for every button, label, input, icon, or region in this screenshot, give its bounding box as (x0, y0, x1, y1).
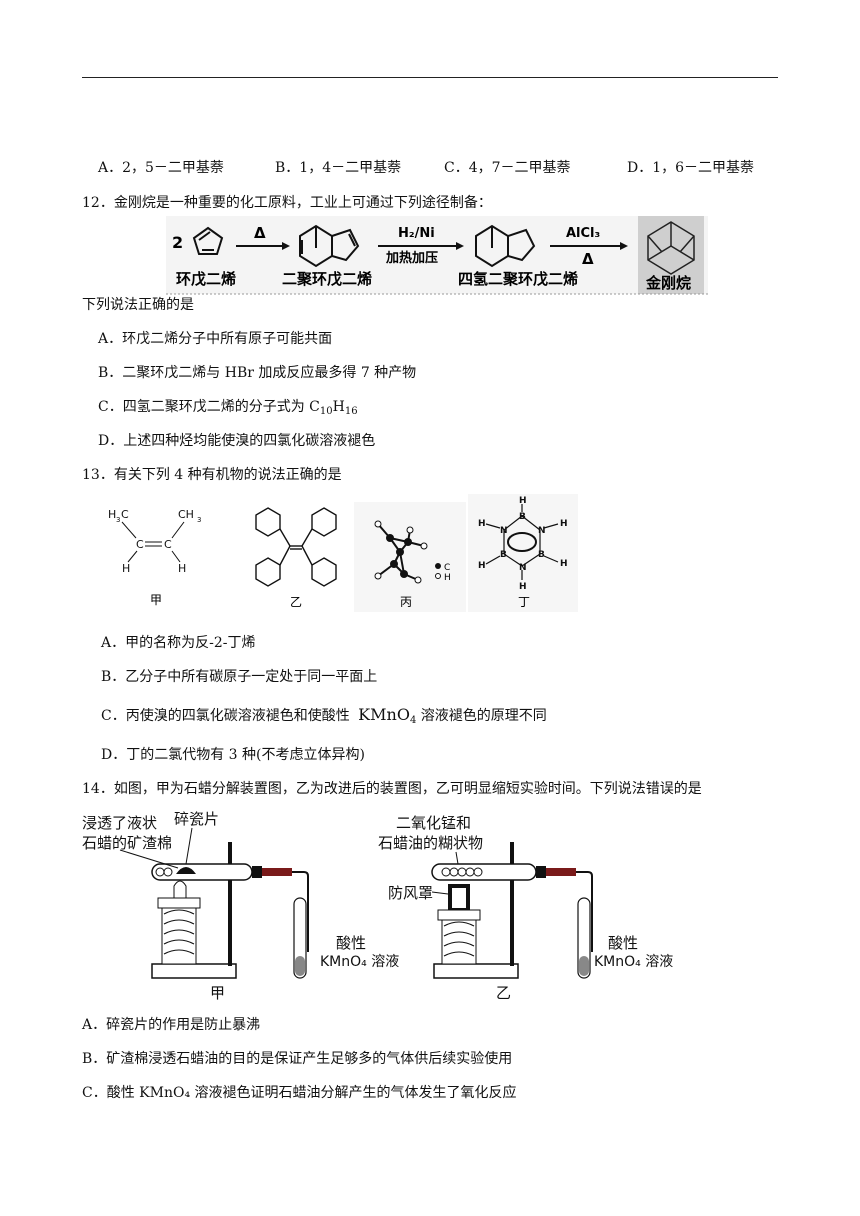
legend-carbon-dot (435, 563, 441, 569)
q11-option-c: C．4，7－二甲基萘 (444, 160, 571, 176)
scheme-coef: 2 (172, 233, 183, 252)
scheme-heat-2: Δ (582, 250, 594, 268)
svg-text:3: 3 (197, 516, 201, 524)
svg-text:酸性: 酸性 (336, 934, 366, 952)
svg-text:C: C (121, 508, 129, 521)
q13-structure-bing: C H 丙 (354, 502, 466, 612)
q13-option-b: B．乙分子中所有碳原子一定处于同一平面上 (101, 669, 378, 685)
svg-text:KMnO₄ 溶液: KMnO₄ 溶液 (320, 954, 399, 970)
q11-option-d: D．1，6－二甲基萘 (627, 160, 755, 176)
label-tetrahydrodicyclopentadiene: 四氢二聚环戊二烯 (458, 270, 578, 288)
svg-text:H: H (560, 519, 568, 529)
q14-option-c: C．酸性 KMnO₄ 溶液褪色证明石蜡油分解产生的气体发生了氧化反应 (82, 1085, 517, 1101)
q13-structure-ding: H B N B N B N H H H H H 丁 (468, 494, 578, 612)
svg-text:H: H (478, 561, 486, 571)
svg-text:H: H (519, 582, 527, 592)
svg-text:C: C (164, 538, 172, 551)
label-dicyclopentadiene: 二聚环戊二烯 (282, 270, 372, 288)
svg-text:H: H (178, 562, 186, 575)
svg-text:H: H (108, 508, 116, 521)
q14-figure-yi: 二氧化锰和 石蜡油的糊状物 防风罩 酸性 KMnO₄ 溶液 乙 (378, 814, 673, 1002)
svg-text:KMnO₄ 溶液: KMnO₄ 溶液 (594, 954, 673, 970)
svg-text:N: N (519, 563, 527, 573)
q14-stem: 14．如图，甲为石蜡分解装置图，乙为改进后的装置图，乙可明显缩短实验时间。下列说… (82, 781, 702, 797)
svg-text:3: 3 (116, 516, 120, 524)
q13-option-c: C．丙使溴的四氯化碳溶液褪色和使酸性 KMnO4 溶液褪色的原理不同 (101, 705, 547, 726)
svg-text:乙: 乙 (496, 984, 511, 1002)
svg-text:碎瓷片: 碎瓷片 (174, 810, 219, 828)
label-jia: 甲 (150, 593, 162, 607)
label-bing: 丙 (400, 595, 412, 609)
svg-text:N: N (500, 526, 508, 536)
legend-hydrogen-dot (435, 573, 441, 579)
label-ding: 丁 (518, 595, 530, 609)
header-rule (82, 77, 778, 78)
scheme-reagent-heat-pressure: 加热加压 (385, 250, 438, 266)
svg-text:甲: 甲 (210, 984, 225, 1002)
svg-text:C: C (136, 538, 144, 551)
q13-option-d: D．丁的二氯代物有 3 种(不考虑立体异构) (101, 747, 365, 763)
scheme-heat-1: Δ (254, 224, 266, 242)
tetrahydrodicyclopentadiene-structure (475, 224, 536, 268)
q12-option-a: A．环戊二烯分子中所有原子可能共面 (98, 331, 333, 347)
q12-stem: 12．金刚烷是一种重要的化工原料，工业上可通过下列途径制备： (82, 195, 492, 211)
scheme-reagent-h2ni: H₂/Ni (398, 226, 435, 241)
svg-text:B: B (500, 550, 507, 560)
svg-text:N: N (538, 526, 546, 536)
svg-text:防风罩: 防风罩 (388, 884, 433, 902)
adamantane-structure (647, 221, 695, 275)
scheme-reagent-alcl3: AlCl₃ (566, 226, 600, 241)
svg-text:H: H (560, 559, 568, 569)
svg-text:石蜡的矿渣棉: 石蜡的矿渣棉 (82, 834, 172, 852)
svg-text:H: H (519, 496, 527, 506)
q14-option-b: B．矿渣棉浸透石蜡油的目的是保证产生足够多的气体供后续实验使用 (82, 1051, 513, 1067)
svg-text:二氧化锰和: 二氧化锰和 (396, 814, 471, 832)
svg-text:石蜡油的糊状物: 石蜡油的糊状物 (378, 834, 483, 852)
dicyclopentadiene-structure (299, 224, 360, 268)
legend-carbon: C (444, 563, 450, 573)
q12-reaction-scheme: 2 Δ H₂/Ni 加热加压 AlCl₃ Δ 环戊二烯 二聚环戊二烯 (166, 216, 708, 295)
q13-stem: 13．有关下列 4 种有机物的说法正确的是 (82, 467, 342, 483)
svg-text:酸性: 酸性 (608, 934, 638, 952)
svg-text:CH: CH (178, 508, 194, 521)
q12-option-b: B．二聚环戊二烯与 HBr 加成反应最多得 7 种产物 (98, 365, 417, 381)
svg-text:浸透了液状: 浸透了液状 (82, 814, 157, 832)
q14-option-a: A．碎瓷片的作用是防止暴沸 (82, 1017, 261, 1033)
legend-hydrogen: H (444, 573, 451, 583)
svg-text:H: H (122, 562, 130, 575)
cyclopentadiene-structure (192, 226, 224, 255)
q12-prompt: 下列说法正确的是 (82, 297, 194, 313)
q13-structure-jia: H 3 C CH 3 C C H H 甲 (108, 508, 201, 607)
label-adamantane: 金刚烷 (645, 274, 691, 292)
q14-figure-jia: 浸透了液状 石蜡的矿渣棉 碎瓷片 酸性 KMnO₄ 溶液 甲 (82, 810, 399, 1002)
q11-option-a: A．2，5－二甲基萘 (98, 160, 224, 176)
svg-text:B: B (519, 512, 526, 522)
q13-option-a: A．甲的名称为反-2-丁烯 (101, 635, 256, 651)
label-yi: 乙 (290, 595, 302, 609)
q13-structure-yi: 乙 (255, 507, 337, 609)
svg-text:H: H (478, 519, 486, 529)
q11-option-b: B．1，4－二甲基萘 (275, 160, 402, 176)
label-cyclopentadiene: 环戊二烯 (176, 270, 236, 288)
q12-option-c: C．四氢二聚环戊二烯的分子式为 C10H16 (98, 399, 358, 417)
q12-option-d: D．上述四种烃均能使溴的四氯化碳溶液褪色 (98, 433, 376, 449)
svg-text:B: B (538, 550, 545, 560)
